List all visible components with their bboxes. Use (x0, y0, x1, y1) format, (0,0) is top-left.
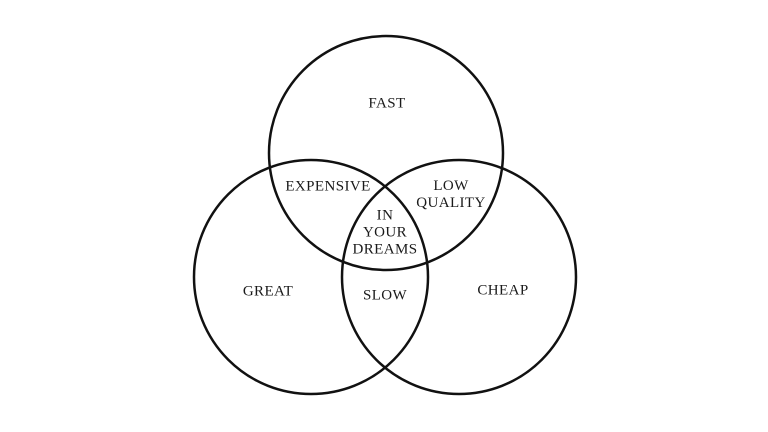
circle-cheap (340, 158, 578, 396)
label-slow-text: SLOW (362, 287, 408, 304)
label-in-your-dreams-line1: IN (376, 207, 394, 224)
label-cheap-text: CHEAP (477, 282, 529, 299)
label-low-quality-line1: LOW (433, 178, 469, 194)
label-fast: FAST (368, 96, 405, 113)
label-cheap: CHEAP (477, 283, 528, 300)
circle-fast (267, 34, 505, 272)
label-in-your-dreams: IN YOUR DREAMS (353, 208, 418, 259)
label-in-your-dreams-line3: DREAMS (352, 241, 418, 258)
label-low-quality-line2: QUALITY (416, 195, 486, 211)
label-expensive-text: EXPENSIVE (285, 178, 371, 195)
label-in-your-dreams-line2: YOUR (362, 224, 408, 241)
label-fast-text: FAST (368, 95, 406, 112)
label-great-text: GREAT (242, 283, 294, 300)
circle-great (192, 158, 430, 396)
label-great: GREAT (243, 284, 293, 301)
label-low-quality: LOW QUALITY (416, 178, 485, 212)
label-expensive: EXPENSIVE (285, 179, 370, 196)
label-slow: SLOW (363, 288, 407, 305)
